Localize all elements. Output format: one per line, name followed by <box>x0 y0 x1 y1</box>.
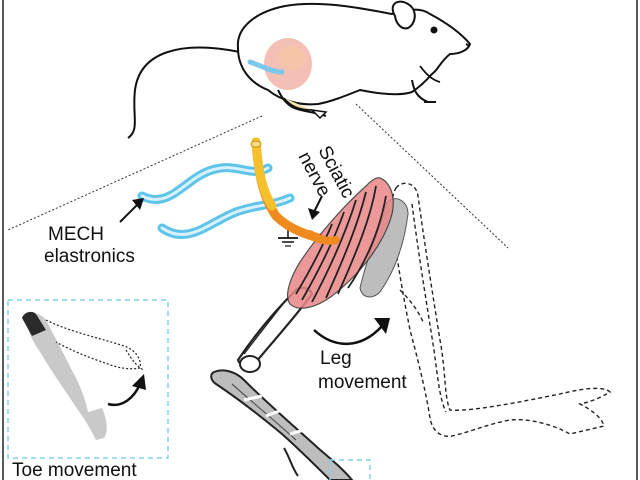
leg-muscle <box>287 177 394 309</box>
mouse-front-leg-2 <box>419 65 441 83</box>
mouse-nose <box>465 43 471 47</box>
toe-illustration <box>22 311 146 440</box>
leg-label-line2: movement <box>318 372 407 393</box>
toe-arrow-head <box>132 374 146 390</box>
toe-arrow <box>107 383 142 407</box>
toe-inset-box <box>7 299 169 459</box>
leg-label-line1: Leg <box>320 348 352 369</box>
mouse-eye <box>430 26 438 34</box>
mech-label-line1: MECH <box>48 224 104 245</box>
nerve-end <box>306 230 340 245</box>
mouse-ear <box>391 0 416 30</box>
mech-label-line2: elastronics <box>44 246 135 267</box>
mouse-toes <box>309 108 328 120</box>
zoom-line-left <box>7 115 263 231</box>
mouse-hip-highlight <box>278 46 306 70</box>
leg-ghost-outline <box>391 182 612 437</box>
label-arrows <box>119 195 323 223</box>
toe-label: Toe movement <box>12 460 137 480</box>
leg-bones <box>210 198 409 480</box>
mouse-front-leg <box>411 79 436 103</box>
mouse-tail <box>127 46 241 139</box>
mouse-implant <box>247 59 285 75</box>
electrode-upper-core <box>140 166 270 201</box>
foot-inset-box <box>329 459 371 480</box>
mouse-illustration <box>127 0 472 139</box>
zoom-line-right <box>355 103 509 249</box>
mouse-hind-foot <box>283 97 313 111</box>
curved-arrow-icon <box>313 318 390 345</box>
